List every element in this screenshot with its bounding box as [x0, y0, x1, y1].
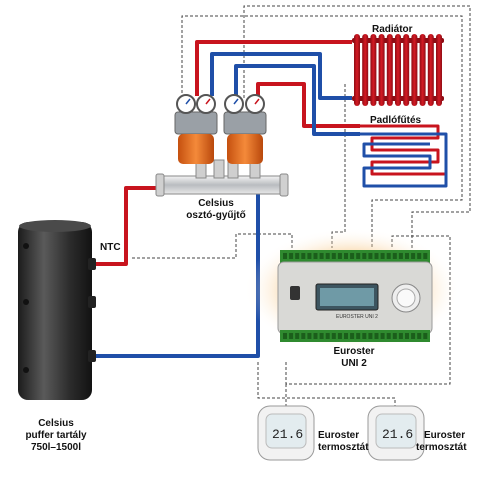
radiator-fin: [419, 34, 426, 106]
radiator-fin: [411, 34, 418, 106]
terminal-screw: [301, 253, 306, 259]
thermostat1-label-line2: termosztát: [318, 442, 369, 453]
controller-euroster-uni2: EUROSTER UNI 2: [244, 228, 460, 352]
controller-label-line1: Euroster: [333, 346, 375, 357]
terminal-screw: [344, 333, 348, 339]
manifold-label-line2: osztó-gyűjtő: [186, 210, 246, 221]
terminal-screw: [374, 253, 379, 259]
pipe-pump1-to-radiator: [195, 40, 352, 96]
thermostat2-label-line2: termosztát: [416, 442, 467, 453]
radiator-fin: [370, 34, 377, 106]
terminal-screw: [368, 253, 373, 259]
supply-pipes: [92, 40, 360, 266]
terminal-screw: [374, 333, 379, 339]
terminal-screw: [362, 253, 367, 259]
terminal-screw: [362, 333, 367, 339]
terminal-screw: [423, 333, 428, 339]
terminal-screw: [392, 253, 397, 259]
controller-brand-text: EUROSTER UNI 2: [336, 314, 378, 320]
terminal-screw: [295, 333, 300, 339]
terminal-screw: [350, 253, 355, 259]
terminal-screw: [301, 333, 306, 339]
thermostat1-label-line1: Euroster: [318, 430, 360, 441]
terminal-screw: [405, 333, 409, 339]
terminal-screw: [368, 333, 373, 339]
terminal-screw: [289, 333, 294, 339]
thermostat-display: 21.6: [382, 427, 413, 442]
controller-label-line2: UNI 2: [341, 358, 367, 369]
thermostat-2: 21.6: [367, 405, 425, 461]
buffer-tank: [18, 220, 96, 400]
terminal-screw: [319, 333, 324, 339]
radiator-fin: [395, 34, 401, 106]
pipe-pump2-to-floor: [256, 82, 360, 128]
pump-group-1: [174, 94, 218, 164]
terminal-screw: [386, 333, 391, 339]
terminal-screw: [289, 253, 294, 259]
terminal-screw: [356, 333, 361, 339]
thermostat-1: 21.6: [257, 405, 315, 461]
wire-radiator-zone: [331, 84, 346, 248]
terminal-screw: [331, 333, 336, 339]
tank-label-line2: puffer tartály: [25, 430, 87, 441]
thermostat2-label-line1: Euroster: [424, 430, 466, 441]
terminal-screw: [398, 333, 403, 339]
pipe-floor-to-pump2: [234, 64, 360, 136]
ntc-sensor-label: NTC: [100, 242, 121, 253]
tank-label-line1: Celsius: [38, 418, 74, 429]
terminal-screw: [331, 253, 336, 259]
radiator-label: Radiátor: [372, 24, 413, 35]
terminal-screw: [283, 333, 287, 339]
terminal-screw: [356, 253, 361, 259]
thermostat-display: 21.6: [272, 427, 303, 442]
terminal-screw: [380, 253, 385, 259]
terminal-screw: [411, 333, 416, 339]
radiator-fin: [362, 34, 369, 106]
terminal-screw: [313, 253, 318, 259]
terminal-screw: [307, 333, 312, 339]
pipe-ntc-to-manifold: [92, 186, 162, 266]
terminal-screw: [392, 333, 397, 339]
terminal-screw: [405, 253, 409, 259]
terminal-screw: [344, 253, 348, 259]
terminal-screw: [423, 253, 428, 259]
floor-heating-label: Padlófűtés: [370, 115, 422, 126]
terminal-screw: [319, 253, 324, 259]
terminal-screw: [337, 333, 342, 339]
terminal-screw: [380, 333, 385, 339]
radiator-fin: [436, 34, 442, 106]
terminal-screw: [295, 253, 300, 259]
terminal-screw: [325, 333, 330, 339]
terminal-screw: [325, 253, 330, 259]
terminal-screw: [411, 253, 416, 259]
terminal-screw: [350, 333, 355, 339]
terminal-screw: [398, 253, 403, 259]
radiator-fin: [427, 34, 434, 106]
tank-label-line3: 750l–1500l: [30, 442, 82, 453]
wire-pump2: [243, 5, 471, 248]
pump-group-2: [223, 94, 267, 164]
terminal-screw: [307, 253, 312, 259]
wire-thermostat2: [257, 362, 396, 406]
terminal-screw: [386, 253, 391, 259]
manifold-label-line1: Celsius: [198, 198, 234, 209]
radiator-fin: [354, 34, 360, 106]
radiator-fin: [403, 34, 410, 106]
wire-ntc: [132, 233, 293, 259]
manifold: [155, 159, 289, 197]
terminal-screw: [417, 333, 422, 339]
floor-heating-coil: [360, 124, 448, 188]
terminal-screw: [313, 333, 318, 339]
radiator-fin: [378, 34, 385, 106]
radiator: [352, 34, 444, 106]
pipe-radiator-to-pump1: [210, 52, 352, 100]
terminal-screw: [283, 253, 287, 259]
terminal-screw: [417, 253, 422, 259]
radiator-fin: [386, 34, 393, 106]
terminal-screw: [337, 253, 342, 259]
